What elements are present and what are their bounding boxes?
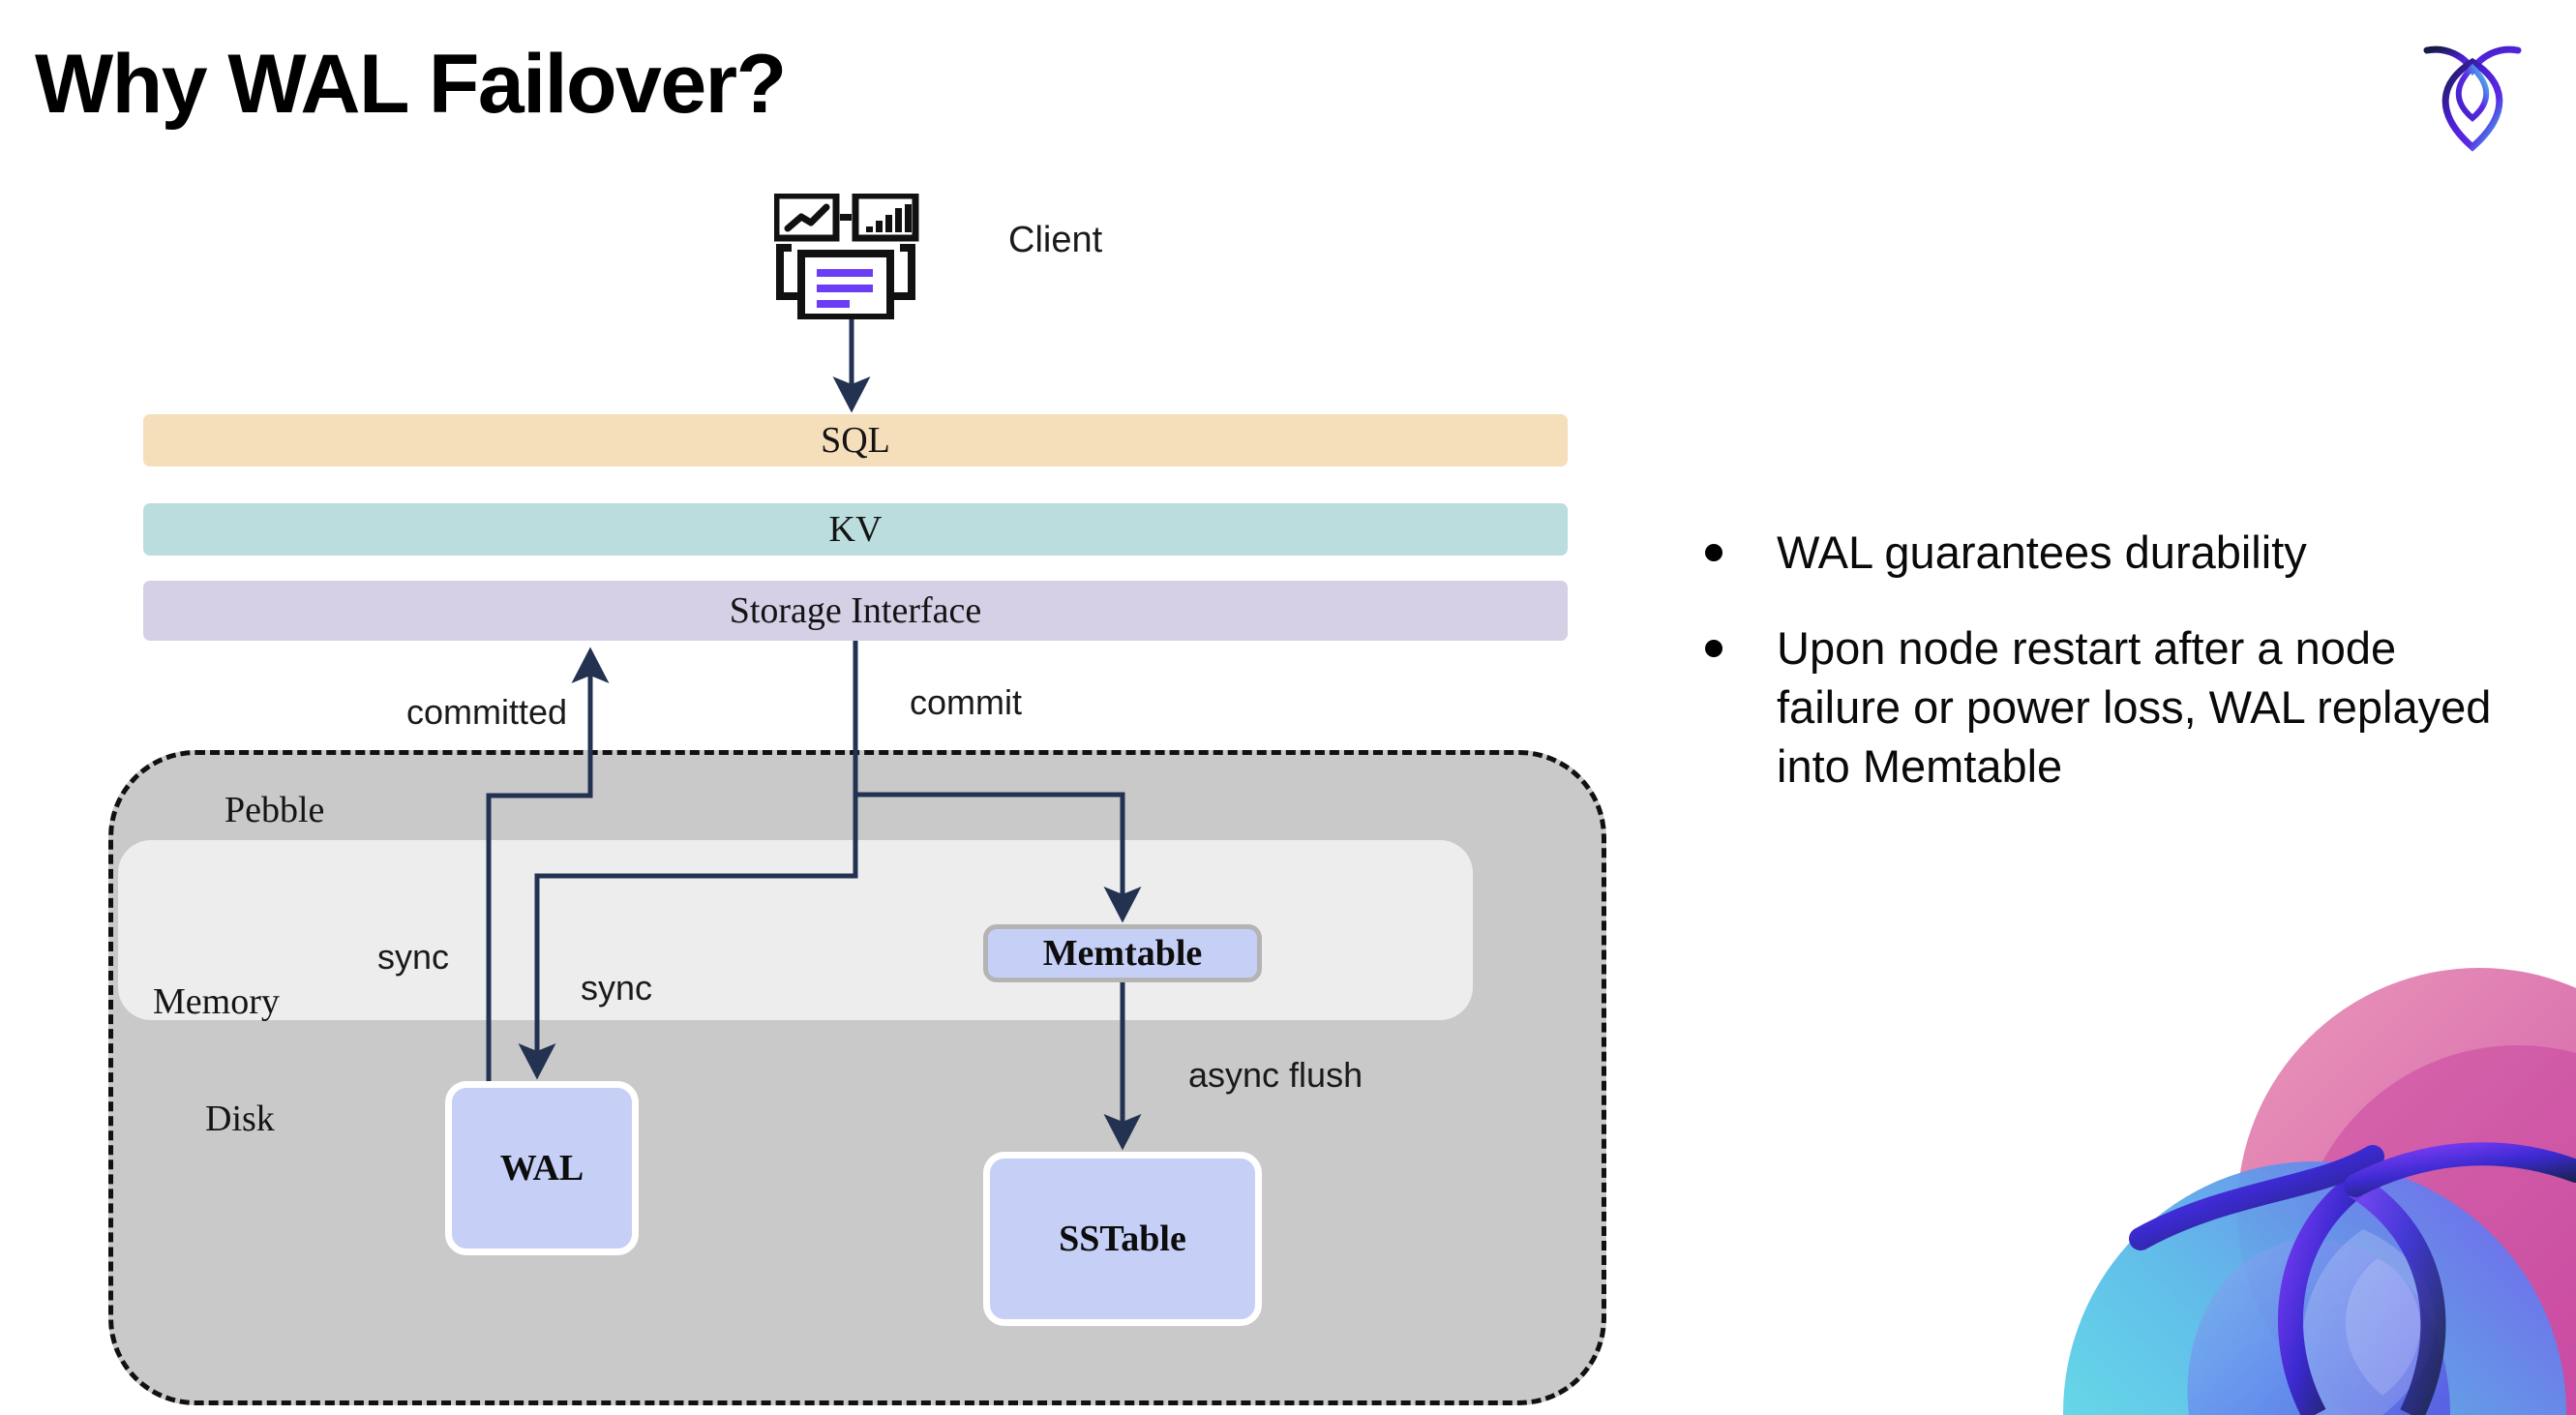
edge-label-committed: committed xyxy=(406,692,568,732)
layer-label-kv: KV xyxy=(828,509,883,550)
bullet-text: Upon node restart after a node failure o… xyxy=(1777,622,2492,793)
memory-band xyxy=(118,840,1473,1020)
bullet-dot-icon xyxy=(1705,544,1722,561)
layer-bar-storage-interface: Storage Interface xyxy=(143,581,1568,641)
bullet-text: WAL guarantees durability xyxy=(1777,527,2307,578)
bullet-list: WAL guarantees durability Upon node rest… xyxy=(1705,523,2518,832)
edge-label-sync-1: sync xyxy=(377,937,450,977)
layer-label-sql: SQL xyxy=(821,420,890,461)
bullet-dot-icon xyxy=(1705,640,1722,658)
memory-label: Memory xyxy=(153,981,280,1022)
layer-bar-sql: SQL xyxy=(143,414,1568,467)
cockroach-leaf-logo-icon xyxy=(2415,29,2530,155)
edge-label-async-flush: async flush xyxy=(1188,1055,1363,1095)
decorative-logo-graphic xyxy=(1995,948,2576,1415)
store-box-wal: WAL xyxy=(445,1081,639,1255)
list-item: Upon node restart after a node failure o… xyxy=(1705,618,2518,796)
edge-label-commit: commit xyxy=(910,682,1022,722)
layer-label-storage-interface: Storage Interface xyxy=(729,590,982,631)
client-dashboard-icon xyxy=(772,192,929,321)
page-title: Why WAL Failover? xyxy=(35,38,787,131)
pebble-label: Pebble xyxy=(225,790,325,830)
edge-label-sync-2: sync xyxy=(581,968,653,1008)
disk-label: Disk xyxy=(205,1099,275,1139)
list-item: WAL guarantees durability xyxy=(1705,523,2518,582)
store-box-sstable: SSTable xyxy=(983,1152,1262,1326)
client-label: Client xyxy=(1008,220,1103,260)
layer-bar-kv: KV xyxy=(143,503,1568,556)
store-box-memtable: Memtable xyxy=(983,924,1262,982)
